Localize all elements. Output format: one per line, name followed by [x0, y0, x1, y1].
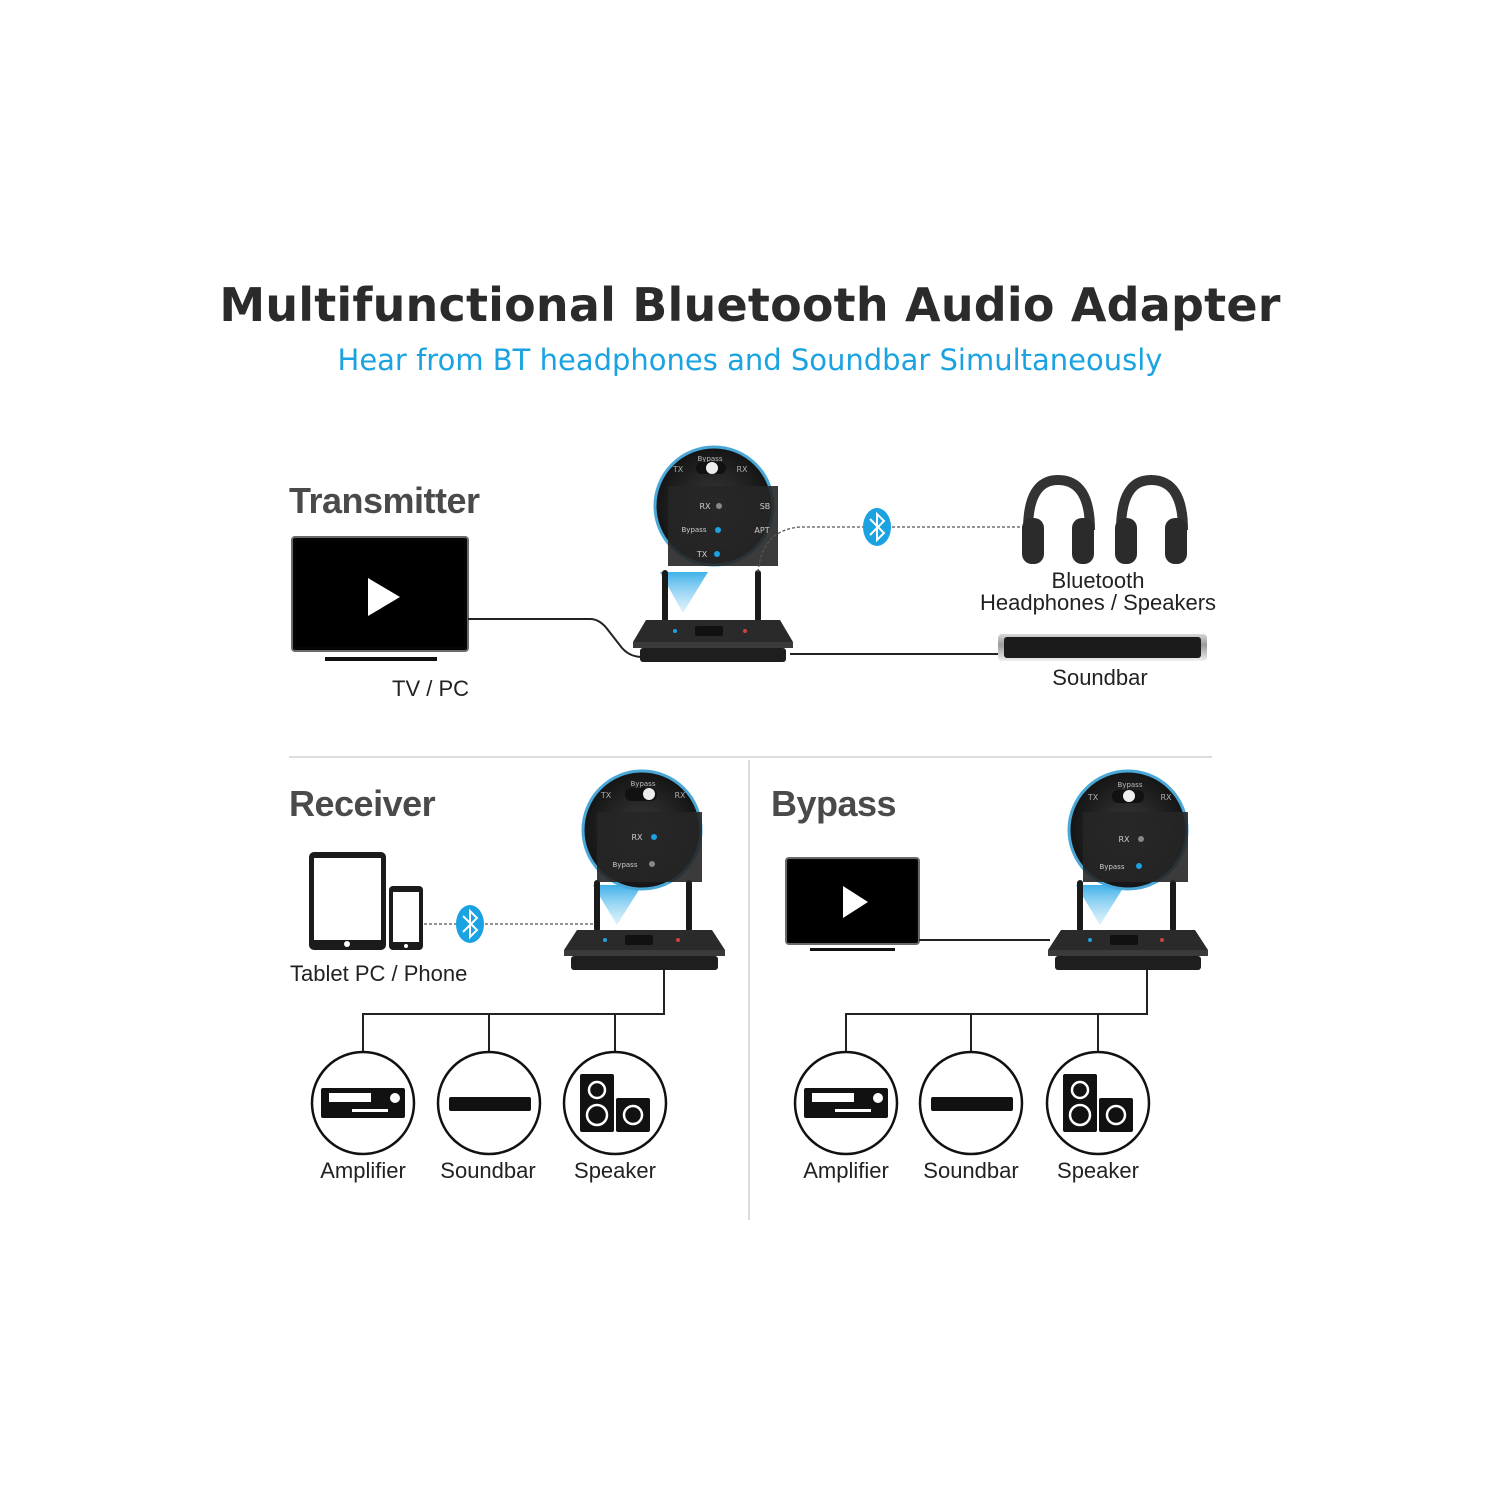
play-icon	[368, 578, 400, 616]
speaker-icon	[1045, 1050, 1151, 1156]
tablet-icon	[309, 852, 386, 950]
tv-pc-label: TV / PC	[392, 676, 470, 701]
speaker-icon	[562, 1050, 668, 1156]
svg-text:RX: RX	[674, 791, 686, 800]
receiver-amplifier-label: Amplifier	[320, 1158, 406, 1183]
adapter-device-transmitter	[633, 570, 793, 662]
tv-icon	[785, 857, 920, 951]
play-icon	[843, 886, 868, 918]
soundbar-label: Soundbar	[1052, 665, 1148, 690]
svg-text:Bypass: Bypass	[1100, 863, 1125, 871]
receiver-speaker-label: Speaker	[574, 1158, 656, 1183]
svg-text:Bypass: Bypass	[1118, 781, 1143, 789]
svg-text:TX: TX	[696, 550, 708, 559]
headphones-label-line1: Bluetooth	[1051, 568, 1145, 593]
tv-icon	[291, 536, 469, 661]
transmitter-heading: Transmitter	[289, 480, 480, 521]
receiver-soundbar-label: Soundbar	[440, 1158, 536, 1183]
svg-text:Bypass: Bypass	[631, 780, 656, 788]
adapter-device-receiver	[564, 880, 725, 970]
headphones-icon	[1022, 474, 1095, 564]
svg-text:Bypass: Bypass	[682, 526, 707, 534]
zoom-panel-bypass: Bypass TX RX RX Bypass	[1067, 769, 1189, 891]
adapter-device-bypass	[1048, 880, 1208, 970]
svg-text:RX: RX	[699, 502, 711, 511]
svg-text:RX: RX	[736, 465, 748, 474]
svg-text:Bypass: Bypass	[613, 861, 638, 869]
svg-text:RX: RX	[1160, 793, 1172, 802]
soundbar-icon	[918, 1050, 1024, 1156]
svg-text:RX: RX	[1118, 835, 1130, 844]
amplifier-icon	[793, 1050, 899, 1156]
bypass-speaker-label: Speaker	[1057, 1158, 1139, 1183]
bypass-amplifier-label: Amplifier	[803, 1158, 889, 1183]
tablet-phone-label: Tablet PC / Phone	[290, 961, 468, 986]
svg-text:TX: TX	[600, 791, 612, 800]
headphones-icon	[1115, 474, 1188, 564]
soundbar-icon	[998, 634, 1207, 661]
phone-icon	[389, 886, 423, 950]
receiver-heading: Receiver	[289, 783, 436, 824]
svg-text:SB: SB	[760, 502, 771, 511]
bluetooth-icon	[863, 508, 891, 546]
zoom-panel-receiver: Bypass TX RX RX Bypass	[581, 769, 703, 891]
soundbar-icon	[436, 1050, 542, 1156]
bypass-soundbar-label: Soundbar	[923, 1158, 1019, 1183]
page-subtitle: Hear from BT headphones and Soundbar Sim…	[337, 343, 1163, 377]
amplifier-icon	[310, 1050, 416, 1156]
svg-text:RX: RX	[631, 833, 643, 842]
zoom-bypass-text: Bypass	[698, 455, 723, 463]
zoom-panel-transmitter: Bypass TX RX RX Bypass TX SB APT	[653, 445, 778, 567]
bluetooth-icon	[456, 905, 484, 943]
svg-text:APT: APT	[754, 526, 769, 535]
headphones-label-line2: Headphones / Speakers	[979, 590, 1217, 615]
svg-text:TX: TX	[1087, 793, 1099, 802]
page-title: Multifunctional Bluetooth Audio Adapter	[219, 278, 1281, 332]
svg-text:TX: TX	[672, 465, 684, 474]
bypass-heading: Bypass	[771, 783, 897, 824]
